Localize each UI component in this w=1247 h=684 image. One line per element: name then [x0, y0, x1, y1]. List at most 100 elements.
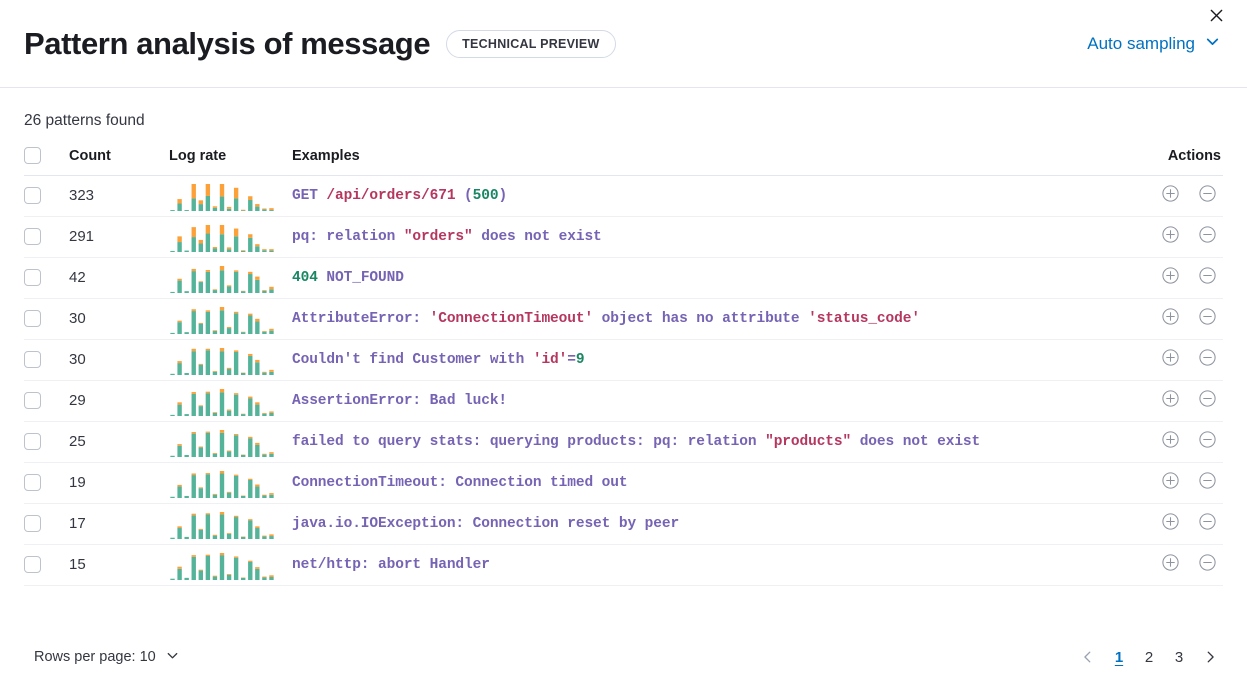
table-row: 17 java.io.IOException: Connection reset … [24, 503, 1223, 545]
minus-circle-icon[interactable] [1198, 184, 1217, 208]
chevron-right-icon[interactable] [1197, 644, 1223, 670]
column-header-count: Count [69, 146, 169, 176]
row-count: 17 [69, 503, 169, 545]
row-example: AttributeError: 'ConnectionTimeout' obje… [292, 298, 1123, 340]
example-token: net/http: abort Handler [292, 556, 490, 573]
row-log-rate-sparkline [169, 503, 292, 545]
example-token: 'status_code' [808, 310, 920, 327]
example-token: Couldn't find Customer with [292, 351, 533, 368]
plus-circle-icon[interactable] [1161, 512, 1180, 536]
minus-circle-icon[interactable] [1198, 348, 1217, 372]
row-actions [1123, 421, 1223, 463]
row-log-rate-sparkline [169, 298, 292, 340]
column-header-log-rate: Log rate [169, 146, 292, 176]
page-title: Pattern analysis of message [24, 26, 431, 61]
header-left: Pattern analysis of message TECHNICAL PR… [24, 28, 616, 59]
minus-circle-icon[interactable] [1198, 471, 1217, 495]
plus-circle-icon[interactable] [1161, 471, 1180, 495]
example-token: ConnectionTimeout: Connection timed out [292, 474, 628, 491]
row-select-cell [24, 175, 69, 217]
close-icon[interactable] [1203, 2, 1229, 28]
example-token: NOT_FOUND [317, 269, 404, 286]
row-log-rate-sparkline [169, 339, 292, 381]
row-checkbox[interactable] [24, 187, 41, 205]
row-actions [1123, 257, 1223, 299]
row-checkbox[interactable] [24, 351, 41, 369]
example-token: object has no attribute [593, 310, 809, 327]
row-example: AssertionError: Bad luck! [292, 380, 1123, 422]
row-checkbox[interactable] [24, 556, 41, 574]
row-select-cell [24, 503, 69, 545]
minus-circle-icon[interactable] [1198, 512, 1217, 536]
example-token: "products" [765, 433, 852, 450]
row-checkbox[interactable] [24, 474, 41, 492]
row-log-rate-sparkline [169, 462, 292, 504]
row-count: 25 [69, 421, 169, 463]
minus-circle-icon[interactable] [1198, 553, 1217, 577]
select-all-checkbox[interactable] [24, 146, 41, 164]
row-checkbox[interactable] [24, 392, 41, 410]
minus-circle-icon[interactable] [1198, 389, 1217, 413]
row-log-rate-sparkline [169, 216, 292, 258]
row-count: 15 [69, 544, 169, 586]
row-checkbox[interactable] [24, 433, 41, 451]
auto-sampling-dropdown[interactable]: Auto sampling [1087, 33, 1223, 55]
row-example: failed to query stats: querying products… [292, 421, 1123, 463]
row-count: 19 [69, 462, 169, 504]
example-token: ) [498, 187, 508, 204]
row-actions [1123, 339, 1223, 381]
row-checkbox[interactable] [24, 228, 41, 246]
page-button-2[interactable]: 2 [1144, 648, 1154, 666]
row-count: 291 [69, 216, 169, 258]
column-header-examples: Examples [292, 146, 1123, 176]
table-row: 291 pq: relation "orders" does not exist [24, 216, 1223, 258]
row-log-rate-sparkline [169, 421, 292, 463]
row-count: 323 [69, 175, 169, 217]
rows-per-page-selector[interactable]: Rows per page: 10 [34, 648, 180, 667]
plus-circle-icon[interactable] [1161, 266, 1180, 290]
row-checkbox[interactable] [24, 310, 41, 328]
example-token: pq: relation [292, 228, 404, 245]
plus-circle-icon[interactable] [1161, 348, 1180, 372]
plus-circle-icon[interactable] [1161, 184, 1180, 208]
plus-circle-icon[interactable] [1161, 307, 1180, 331]
example-token: does not exist [851, 433, 981, 450]
row-select-cell [24, 380, 69, 422]
example-token: 9 [575, 351, 585, 368]
row-actions [1123, 216, 1223, 258]
row-checkbox[interactable] [24, 515, 41, 533]
example-token: /api/orders/671 [326, 187, 456, 204]
plus-circle-icon[interactable] [1161, 225, 1180, 249]
chevron-left-icon[interactable] [1075, 644, 1101, 670]
plus-circle-icon[interactable] [1161, 389, 1180, 413]
example-token: java.io.IOException: Connection reset by… [292, 515, 680, 532]
row-log-rate-sparkline [169, 380, 292, 422]
example-token: 'id' [532, 351, 568, 368]
minus-circle-icon[interactable] [1198, 307, 1217, 331]
example-token: AttributeError: [292, 310, 430, 327]
example-token: 'ConnectionTimeout' [429, 310, 594, 327]
minus-circle-icon[interactable] [1198, 266, 1217, 290]
plus-circle-icon[interactable] [1161, 553, 1180, 577]
page-button-3[interactable]: 3 [1174, 648, 1184, 666]
select-all-header [24, 146, 69, 176]
table-row: 19 ConnectionTimeout: Connection timed ou… [24, 462, 1223, 504]
row-select-cell [24, 339, 69, 381]
row-example: java.io.IOException: Connection reset by… [292, 503, 1123, 545]
row-checkbox[interactable] [24, 269, 41, 287]
page-button-1[interactable]: 1 [1114, 648, 1124, 666]
plus-circle-icon[interactable] [1161, 430, 1180, 454]
flyout-header: Pattern analysis of message TECHNICAL PR… [0, 0, 1247, 88]
row-example: GET /api/orders/671 (500) [292, 175, 1123, 217]
example-token: "orders" [403, 228, 473, 245]
row-log-rate-sparkline [169, 257, 292, 299]
minus-circle-icon[interactable] [1198, 225, 1217, 249]
example-token: AssertionError: Bad luck! [292, 392, 508, 409]
pagination: 1 2 3 [1075, 644, 1223, 670]
row-example: net/http: abort Handler [292, 544, 1123, 586]
row-count: 42 [69, 257, 169, 299]
minus-circle-icon[interactable] [1198, 430, 1217, 454]
example-token: does not exist [472, 228, 602, 245]
